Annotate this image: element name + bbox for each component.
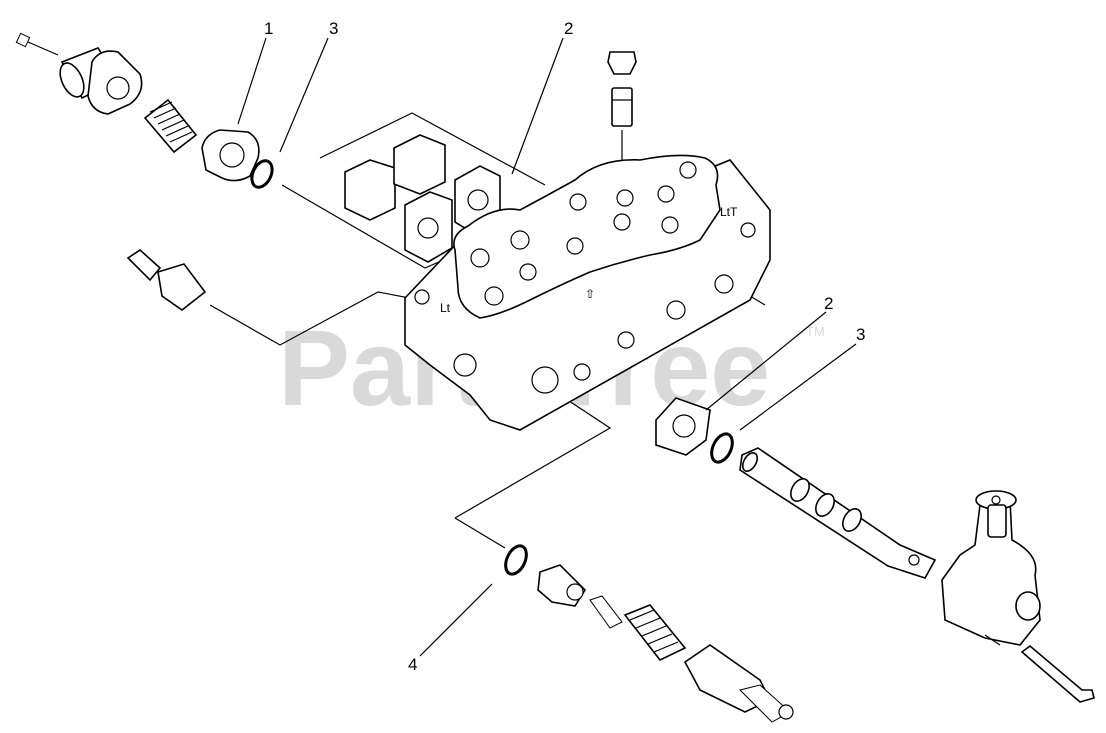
callout-2-right: 2 [824,294,833,313]
body-holes [470,161,697,306]
left-fitting [126,248,207,311]
callout-4-bottom: 4 [408,655,417,674]
o-ring-bottom [504,544,528,576]
watermark-trademark: TM [806,324,825,339]
spring-lower [623,604,687,662]
spool-assembly [739,447,937,579]
callout-3-right: 3 [856,325,865,344]
spring-upper [143,98,198,154]
leader-lines [237,37,857,657]
top-plug-assembly [607,51,637,127]
body-front-ports [414,222,756,394]
callout-labels: 1 3 2 2 3 4 [264,19,865,674]
callout-1-top-left: 1 [264,19,273,38]
o-ring-right [710,432,734,464]
callout-2-top-center: 2 [564,19,573,38]
face-stencil-2: Lt [440,301,451,315]
port-blocks [344,134,501,263]
callout-3-top-left: 3 [329,19,338,38]
solenoid-cap-assembly [15,32,274,189]
flow-arrow-mark: ⇧ [585,287,595,301]
right-seal-set [655,397,734,464]
valve-body: ⇧ LtT Lt [404,154,771,431]
o-ring-upper [250,159,274,189]
face-stencil-1: LtT [720,205,738,219]
relief-valve-assembly [537,564,794,723]
lever-bracket [941,490,1095,703]
